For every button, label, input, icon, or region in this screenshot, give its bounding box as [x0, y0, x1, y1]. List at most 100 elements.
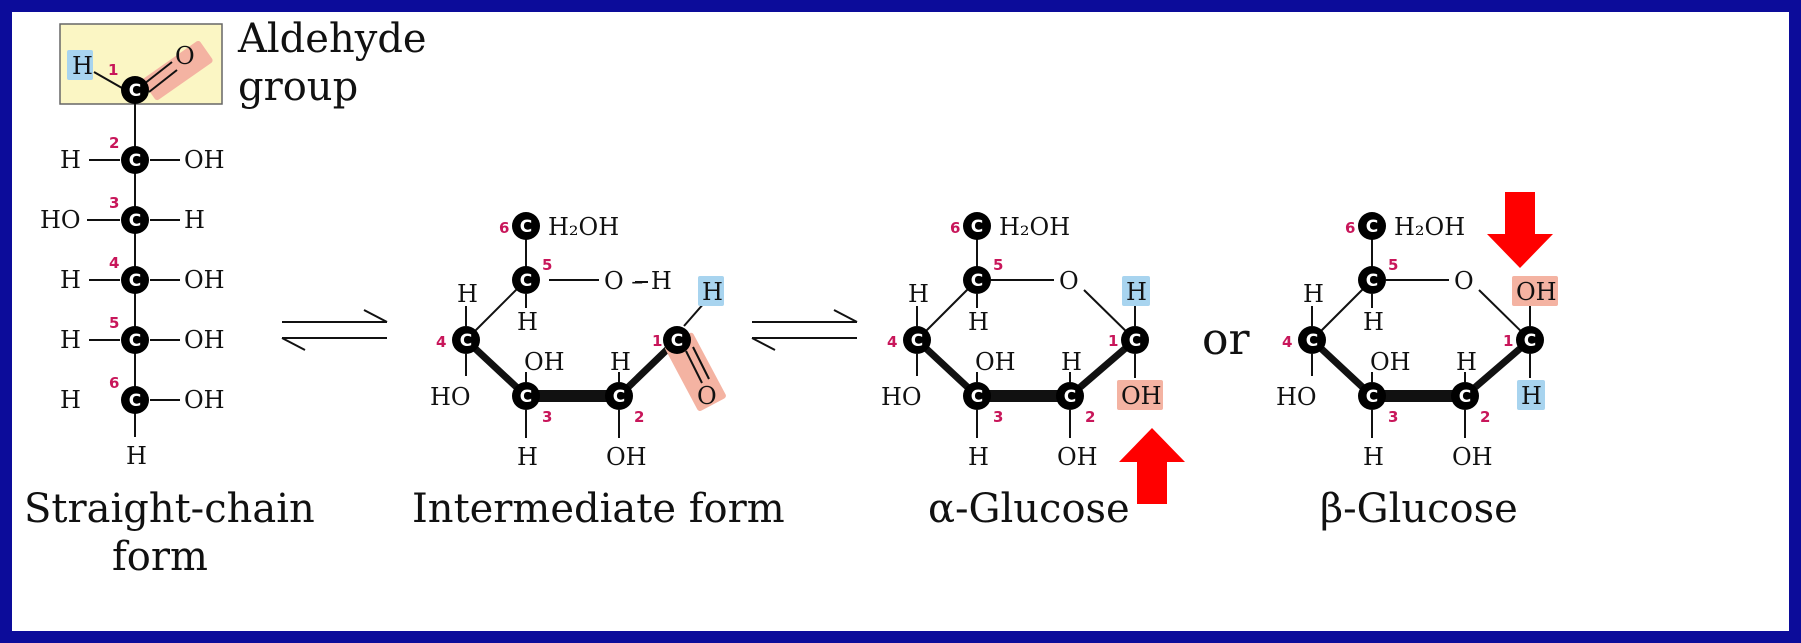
beta-carbon-1: C	[1516, 326, 1544, 354]
int-c1-h: H	[702, 278, 723, 306]
int-c2-number: 2	[634, 408, 644, 426]
svg-text:C: C	[613, 387, 625, 407]
c6-bottom-h: H	[126, 442, 147, 470]
alpha-carbon-6: C	[963, 212, 991, 240]
beta-ring-o: O	[1454, 267, 1474, 295]
int-carbon-6: C	[512, 212, 540, 240]
svg-text:C: C	[129, 151, 141, 171]
svg-text:C: C	[911, 331, 923, 351]
or-label: or	[1202, 314, 1250, 365]
beta-c6-number: 6	[1345, 219, 1355, 237]
int-carbon-1: C	[663, 326, 691, 354]
beta-c4-h: H	[1303, 280, 1324, 308]
svg-text:C: C	[520, 271, 532, 291]
svg-text:C: C	[1459, 387, 1471, 407]
alpha-c4-number: 4	[887, 333, 897, 351]
svg-text:C: C	[971, 217, 983, 237]
alpha-h-highlight	[1122, 276, 1150, 306]
int-c3-oh: OH	[524, 348, 565, 376]
svg-text:C: C	[1064, 387, 1076, 407]
alpha-c1-number: 1	[1108, 332, 1118, 350]
svg-text:C: C	[129, 271, 141, 291]
svg-text:C: C	[460, 331, 472, 351]
alpha-c6-number: 6	[950, 219, 960, 237]
beta-c3-h: H	[1363, 443, 1384, 471]
c3-ho: HO	[40, 206, 81, 234]
beta-c1-oh: OH	[1516, 278, 1557, 306]
alpha-c5-h: H	[968, 308, 989, 336]
beta-carbon-6: C	[1358, 212, 1386, 240]
straight-carbon-6: C	[121, 386, 149, 414]
c5-h: H	[60, 326, 81, 354]
int-c4-h: H	[457, 280, 478, 308]
c6-h: H	[60, 386, 81, 414]
straight-chain-structure: H O Aldehyde group H OH HO H H OH H OH H…	[24, 16, 427, 580]
alpha-c1-oh: OH	[1121, 382, 1162, 410]
beta-c4-ho: HO	[1276, 383, 1317, 411]
intermediate-structure: H₂OH O – H H HO H OH H H OH H O 6 5 4 3 …	[412, 212, 785, 532]
svg-text:C: C	[129, 391, 141, 411]
svg-text:C: C	[1306, 331, 1318, 351]
aldehyde-hydrogen: H	[72, 52, 93, 80]
alpha-c3-oh: OH	[975, 348, 1016, 376]
alpha-c1-h: H	[1126, 278, 1147, 306]
c4-h: H	[60, 266, 81, 294]
glucose-cyclization-diagram: H O Aldehyde group H OH HO H H OH H OH H…	[24, 16, 1558, 580]
beta-oh-highlight	[1512, 276, 1558, 306]
straight-carbon-5: C	[121, 326, 149, 354]
alpha-carbon-4: C	[903, 326, 931, 354]
straight-c6-number: 6	[109, 374, 119, 392]
intermediate-hydrogen-highlight	[698, 276, 724, 306]
alpha-c5-number: 5	[993, 256, 1003, 274]
svg-text:C: C	[129, 81, 141, 101]
beta-carbon-2: C	[1451, 382, 1479, 410]
int-c5-number: 5	[542, 256, 552, 274]
beta-c2-oh: OH	[1452, 443, 1493, 471]
svg-text:C: C	[520, 217, 532, 237]
int-c4-ho: HO	[430, 383, 471, 411]
straight-carbon-4: C	[121, 266, 149, 294]
alpha-glucose-structure: H₂OH O H HO H OH H H OH H OH 6 5 4 3 2 1…	[881, 212, 1185, 532]
alpha-c4-h: H	[908, 280, 929, 308]
alpha-carbon-2: C	[1056, 382, 1084, 410]
int-c6-number: 6	[499, 219, 509, 237]
int-c3-number: 3	[542, 408, 552, 426]
intermediate-form-label: Intermediate form	[412, 486, 785, 532]
int-carbon-2: C	[605, 382, 633, 410]
straight-carbon-1: C	[121, 76, 149, 104]
svg-text:C: C	[971, 271, 983, 291]
beta-carbon-4: C	[1298, 326, 1326, 354]
svg-text:C: C	[520, 387, 532, 407]
int-c4-number: 4	[436, 333, 446, 351]
beta-c2-number: 2	[1480, 408, 1490, 426]
svg-text:C: C	[1129, 331, 1141, 351]
beta-c3-oh: OH	[1370, 348, 1411, 376]
aldehyde-oxygen-highlight	[142, 40, 213, 101]
straight-chain-label-line1: Straight-chain	[24, 486, 315, 532]
diagram-frame: H O Aldehyde group H OH HO H H OH H OH H…	[12, 12, 1789, 631]
c6-oh: OH	[184, 386, 225, 414]
beta-ch2oh: H₂OH	[1394, 213, 1465, 241]
svg-text:C: C	[1524, 331, 1536, 351]
svg-text:C: C	[971, 387, 983, 407]
int-carbon-3: C	[512, 382, 540, 410]
beta-c2-h: H	[1456, 348, 1477, 376]
c2-h: H	[60, 146, 81, 174]
beta-c1-h: H	[1521, 382, 1542, 410]
straight-c3-number: 3	[109, 194, 119, 212]
alpha-c2-h: H	[1061, 348, 1082, 376]
c2-oh: OH	[184, 146, 225, 174]
svg-text:C: C	[1366, 271, 1378, 291]
alpha-glucose-label: α-Glucose	[928, 486, 1130, 532]
int-c1-o: O	[697, 382, 717, 410]
beta-glucose-label: β-Glucose	[1320, 486, 1518, 532]
alpha-c4-ho: HO	[881, 383, 922, 411]
alpha-c3-h: H	[968, 443, 989, 471]
beta-c3-number: 3	[1388, 408, 1398, 426]
beta-c4-number: 4	[1282, 333, 1292, 351]
int-c2-h: H	[610, 348, 631, 376]
alpha-ch2oh: H₂OH	[999, 213, 1070, 241]
int-carbon-5: C	[512, 266, 540, 294]
aldehyde-group-label-line2: group	[238, 64, 358, 110]
beta-c1-number: 1	[1503, 332, 1513, 350]
